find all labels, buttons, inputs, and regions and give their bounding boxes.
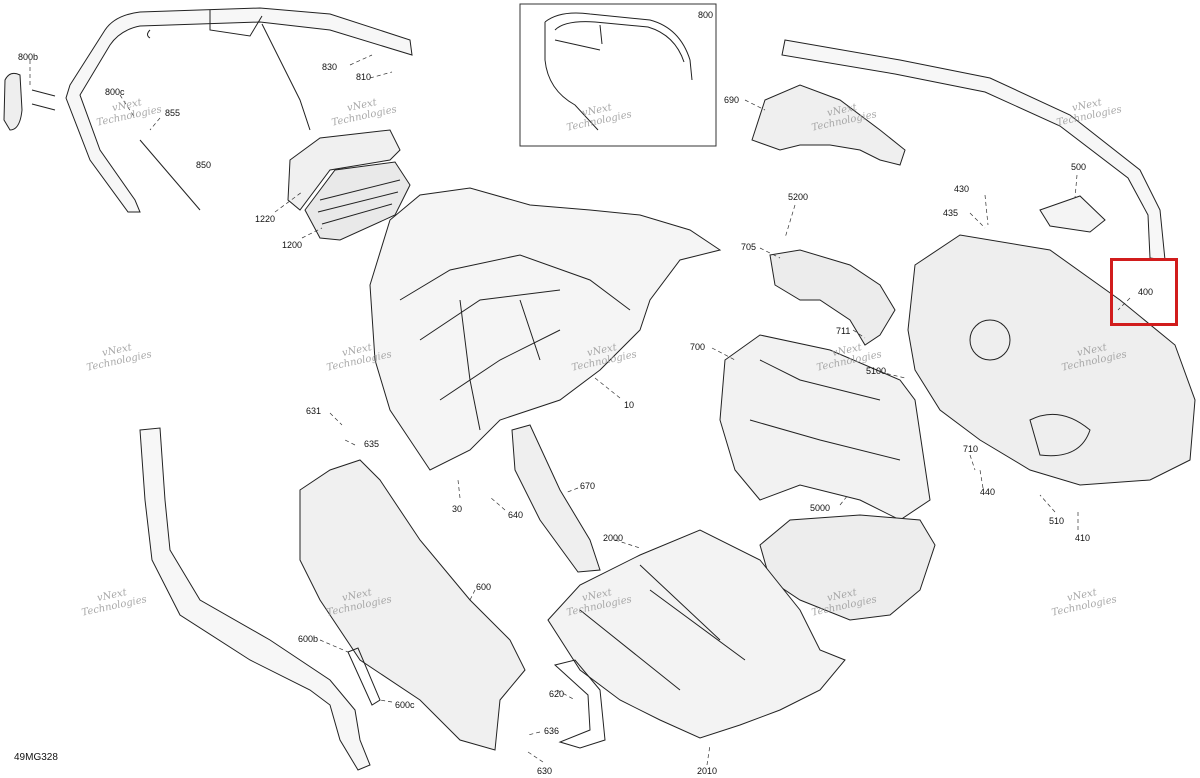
part-850-rod [139, 139, 201, 211]
callout-1200[interactable]: 1200 [282, 240, 303, 250]
callout-2010[interactable]: 2010 [697, 766, 718, 776]
callout-670[interactable]: 670 [580, 481, 596, 491]
callout-640[interactable]: 640 [508, 510, 524, 520]
callout-810[interactable]: 810 [356, 72, 372, 82]
diagram-code: 49MG328 [14, 752, 58, 763]
callout-600c[interactable]: 600c [395, 700, 415, 710]
callout-631[interactable]: 631 [306, 406, 322, 416]
callout-700[interactable]: 700 [690, 342, 706, 352]
callout-5200[interactable]: 5200 [788, 192, 809, 202]
callout-855[interactable]: 855 [165, 108, 181, 118]
part-10-body [369, 187, 722, 471]
callout-1220[interactable]: 1220 [255, 214, 276, 224]
callout-630[interactable]: 630 [537, 766, 553, 776]
callout-711[interactable]: 711 [836, 326, 851, 336]
part-5000-panel [759, 514, 936, 621]
callout-5000[interactable]: 5000 [810, 503, 831, 513]
callout-2000[interactable]: 2000 [603, 533, 624, 543]
callout-30[interactable]: 30 [452, 504, 463, 514]
part-620-strap [553, 659, 606, 749]
highlight-box [1110, 258, 1178, 326]
callout-800b[interactable]: 800b [18, 52, 39, 62]
callout-510[interactable]: 510 [1049, 516, 1065, 526]
part-400-sidepanel [907, 234, 1196, 486]
callout-435[interactable]: 435 [943, 208, 959, 218]
part-1220-vent [287, 129, 401, 211]
part-670-strip [511, 424, 601, 573]
callout-620[interactable]: 620 [549, 689, 565, 699]
callout-830[interactable]: 830 [322, 62, 338, 72]
callout-705[interactable]: 705 [741, 242, 757, 252]
part-2000-skidplate [547, 529, 846, 739]
part-500-cover [1039, 195, 1106, 233]
part-800c-rollbar [65, 7, 413, 213]
callout-800[interactable]: 800 [698, 10, 714, 20]
callout-600b[interactable]: 600b [298, 634, 319, 644]
callout-400[interactable]: 400 [1138, 287, 1154, 297]
callout-690[interactable]: 690 [724, 95, 740, 105]
callout-600[interactable]: 600 [476, 582, 492, 592]
callout-850[interactable]: 850 [196, 160, 212, 170]
callout-430[interactable]: 430 [954, 184, 970, 194]
callout-710[interactable]: 710 [963, 444, 979, 454]
callout-10[interactable]: 10 [624, 400, 635, 410]
callout-800c[interactable]: 800c [105, 87, 125, 97]
part-600-sidepanel [299, 459, 526, 751]
callout-410[interactable]: 410 [1075, 533, 1091, 543]
callout-635[interactable]: 635 [364, 439, 380, 449]
part-800-bar [544, 12, 693, 131]
callout-500[interactable]: 500 [1071, 162, 1087, 172]
callout-5100[interactable]: 5100 [866, 366, 887, 376]
inset-box-800 [519, 3, 717, 147]
callout-636[interactable]: 636 [544, 726, 560, 736]
part-705-panel [769, 249, 896, 346]
part-600b-clip [347, 647, 381, 706]
part-800b-bracket [3, 72, 23, 131]
callout-440[interactable]: 440 [980, 487, 996, 497]
right-rail [781, 39, 1166, 261]
part-1200-grille [304, 161, 411, 241]
part-690-bracket [751, 84, 906, 166]
left-lower-rail [139, 427, 371, 771]
